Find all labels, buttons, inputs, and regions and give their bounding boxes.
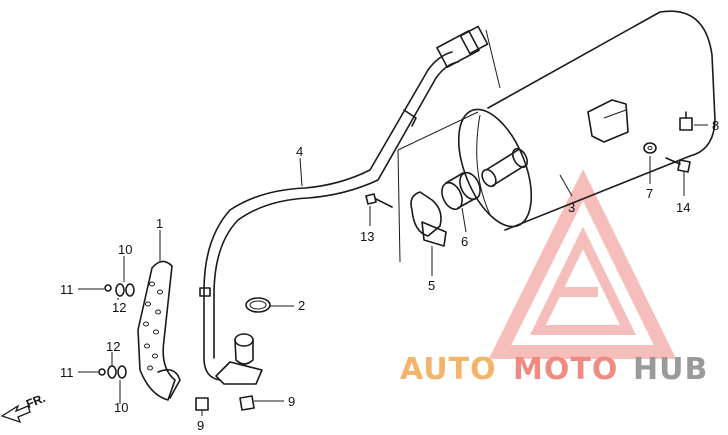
callout-9-bottom: 9 bbox=[197, 418, 204, 433]
callout-11-lower: 11 bbox=[60, 365, 74, 380]
callout-11-upper: 11 bbox=[60, 282, 74, 297]
bolt-9a bbox=[195, 397, 209, 411]
callout-8: 8 bbox=[712, 118, 719, 133]
leader-lines bbox=[78, 124, 708, 416]
watermark-logo bbox=[488, 169, 677, 359]
callout-4: 4 bbox=[296, 144, 303, 159]
watermark-text-auto: AUTO bbox=[400, 352, 497, 387]
sleeve bbox=[441, 171, 481, 211]
washer-set-upper bbox=[104, 283, 135, 297]
callout-10-upper: 10 bbox=[118, 242, 132, 257]
washer-set-lower bbox=[98, 365, 127, 379]
gasket bbox=[245, 297, 271, 313]
clamp-band bbox=[410, 191, 447, 247]
bolt-14 bbox=[665, 157, 691, 173]
callout-3: 3 bbox=[568, 200, 575, 215]
exhaust-flange bbox=[215, 333, 263, 385]
heat-shield bbox=[137, 260, 181, 401]
callout-5: 5 bbox=[428, 278, 435, 293]
callout-2: 2 bbox=[298, 298, 305, 313]
callout-6: 6 bbox=[461, 234, 468, 249]
washer-7 bbox=[643, 142, 657, 154]
callout-13: 13 bbox=[360, 229, 374, 244]
watermark-text-moto: MOTO bbox=[513, 352, 619, 387]
callout-14: 14 bbox=[676, 200, 690, 215]
callout-12-lower: 12 bbox=[106, 339, 120, 354]
callout-1: 1 bbox=[156, 216, 163, 231]
watermark-text-hub: HUB bbox=[633, 352, 709, 387]
muffler bbox=[457, 10, 716, 231]
front-direction-arrow bbox=[0, 404, 31, 424]
bolt-13 bbox=[365, 193, 393, 208]
callout-10-lower: 10 bbox=[114, 400, 128, 415]
bolt-8 bbox=[679, 111, 693, 131]
bolt-9b bbox=[239, 395, 255, 411]
exhaust-pipe bbox=[199, 25, 489, 381]
callout-9-right: 9 bbox=[288, 394, 295, 409]
callout-7: 7 bbox=[646, 186, 653, 201]
callout-12-upper: 12 bbox=[112, 300, 126, 315]
